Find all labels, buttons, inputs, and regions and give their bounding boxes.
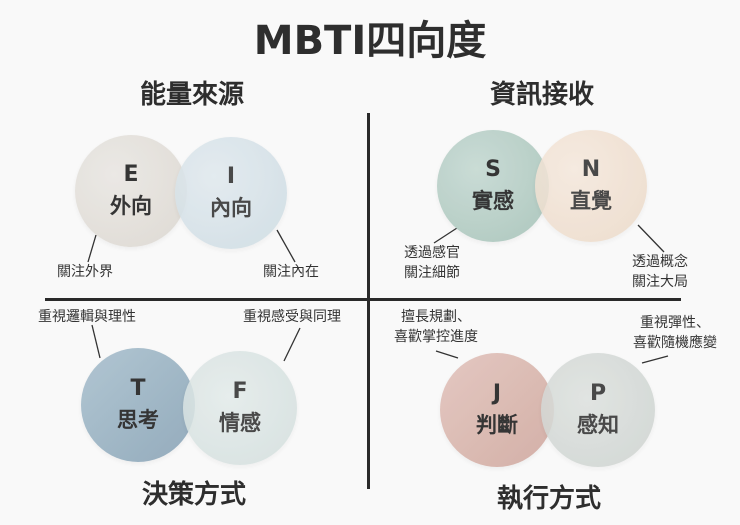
- note-intuition-line2: 關注大局: [632, 274, 688, 290]
- letter-P: P: [589, 381, 607, 406]
- note-judging-line1: 擅長規劃、: [401, 309, 471, 325]
- label-thinking: 思考: [117, 408, 159, 432]
- page-title: MBTI四向度: [253, 18, 487, 64]
- vertical-divider: [367, 113, 370, 489]
- letter-T: T: [130, 376, 146, 401]
- note-sensing-line2: 關注細節: [404, 265, 460, 281]
- letter-N: N: [581, 157, 601, 182]
- section-title-decision: 決策方式: [141, 480, 246, 510]
- label-feeling: 情感: [219, 411, 261, 435]
- label-perceiving: 感知: [577, 413, 619, 437]
- label-introversion: 內向: [210, 196, 252, 220]
- section-title-lifestyle: 執行方式: [496, 484, 601, 514]
- note-sensing-line1: 透過感官: [404, 245, 460, 261]
- letter-I: I: [226, 164, 236, 189]
- letter-S: S: [485, 157, 501, 182]
- letter-E: E: [123, 162, 139, 187]
- circle-sensing: S 實感: [437, 130, 549, 242]
- note-intuition-line1: 透過概念: [632, 254, 688, 270]
- note-sensing: 透過感官 關注細節: [404, 243, 460, 283]
- circle-extraversion: E 外向: [75, 135, 187, 247]
- letter-J: J: [492, 381, 502, 406]
- note-perceiving-line2: 喜歡隨機應變: [633, 335, 717, 351]
- note-introversion: 關注內在: [263, 264, 319, 280]
- circle-perceiving: P 感知: [541, 353, 655, 467]
- note-intuition: 透過概念 關注大局: [632, 252, 688, 292]
- circle-thinking: T 思考: [81, 348, 195, 462]
- note-judging-line2: 喜歡掌控進度: [394, 329, 478, 345]
- note-perceiving-line1: 重視彈性、: [640, 315, 710, 331]
- horizontal-divider: [45, 298, 681, 301]
- label-sensing: 實感: [472, 189, 514, 213]
- label-intuition: 直覺: [570, 189, 612, 213]
- note-perceiving: 重視彈性、 喜歡隨機應變: [625, 313, 725, 353]
- letter-F: F: [232, 379, 248, 404]
- note-extraversion: 關注外界: [57, 264, 113, 280]
- note-judging: 擅長規劃、 喜歡掌控進度: [386, 307, 486, 347]
- circle-intuition: N 直覺: [535, 130, 647, 242]
- section-title-information: 資訊接收: [489, 80, 594, 110]
- label-judging: 判斷: [476, 413, 518, 437]
- note-thinking: 重視邏輯與理性: [38, 309, 136, 325]
- label-extraversion: 外向: [110, 194, 152, 218]
- circle-introversion: I 內向: [175, 137, 287, 249]
- circle-feeling: F 情感: [183, 351, 297, 465]
- note-feeling: 重視感受與同理: [243, 309, 341, 325]
- circle-judging: J 判斷: [440, 353, 554, 467]
- section-title-energy: 能量來源: [139, 80, 244, 110]
